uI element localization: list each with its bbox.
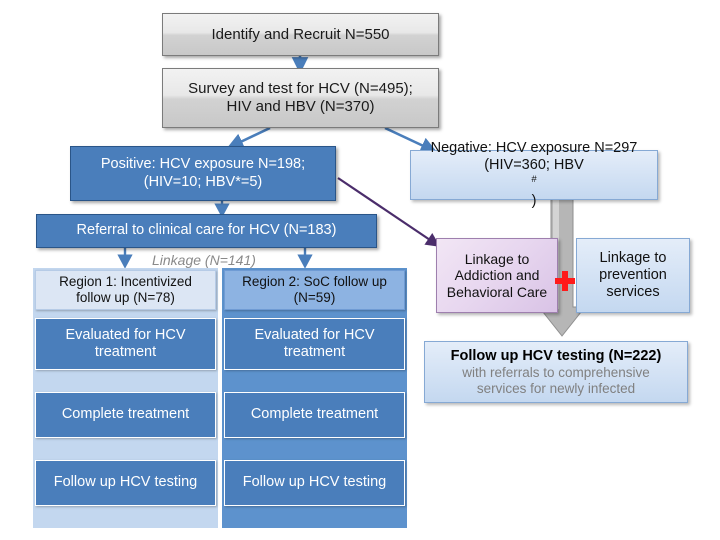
node-followup-hcv-testing-right[interactable]: Follow up HCV testing (N=222) with refer… <box>424 341 688 403</box>
node-region2-line2: (N=59) <box>293 290 336 305</box>
node-positive-line2: (HIV=10; HBV*=5) <box>143 173 263 190</box>
node-region1-step-followup-testing[interactable]: Follow up HCV testing <box>35 460 216 506</box>
node-referral-to-clinical-care[interactable]: Referral to clinical care for HCV (N=183… <box>36 214 377 248</box>
node-region1-step2-label: Complete treatment <box>61 406 190 423</box>
node-region1-header[interactable]: Region 1: Incentivized follow up (N=78) <box>35 270 216 310</box>
node-region1-line1: Region 1: Incentivized <box>59 273 192 289</box>
node-linkage-addiction-label: Linkage to Addiction and Behavioral Care <box>447 251 547 301</box>
node-positive-hcv-exposure[interactable]: Positive: HCV exposure N=198; (HIV=10; H… <box>70 146 336 201</box>
plus-icon <box>552 268 578 294</box>
node-negative-line2: (HIV=360; HBV#) <box>431 157 638 210</box>
node-region1-step-evaluated[interactable]: Evaluated for HCV treatment <box>35 318 216 370</box>
node-negative-line2-pre: (HIV=360; HBV <box>484 156 584 173</box>
node-region1-step3-label: Follow up HCV testing <box>53 474 198 491</box>
node-region1-step1-label: Evaluated for HCV treatment <box>65 327 185 361</box>
node-region2-step2-label: Complete treatment <box>250 406 379 423</box>
node-survey-label: Survey and test for HCV (N=495); HIV and… <box>188 80 413 115</box>
node-followup-right-line3: services for newly infected <box>476 380 636 396</box>
node-region1-step1-line2: treatment <box>94 344 157 360</box>
plus-icon-svg <box>555 271 575 291</box>
arrow-survey-to-positive <box>226 126 271 149</box>
node-negative-label: Negative: HCV exposure N=297 (HIV=360; H… <box>431 140 638 210</box>
node-region2-line1: Region 2: SoC follow up <box>242 273 387 289</box>
node-negative-line2-sup: # <box>531 174 537 186</box>
node-referral-label: Referral to clinical care for HCV (N=183… <box>76 222 337 239</box>
node-region1-line2: follow up (N=78) <box>76 290 175 305</box>
node-followup-right-line2: with referrals to comprehensive <box>462 364 650 380</box>
node-negative-hcv-exposure[interactable]: Negative: HCV exposure N=297 (HIV=360; H… <box>410 140 658 209</box>
node-survey-line2: HIV and HBV (N=370) <box>226 98 375 115</box>
node-linkage-prevention-line3: services <box>606 284 660 301</box>
node-region2-step-complete-treatment[interactable]: Complete treatment <box>224 392 405 438</box>
node-identify-and-recruit[interactable]: Identify and Recruit N=550 <box>162 13 439 56</box>
node-linkage-prevention-label: Linkage to prevention services <box>599 250 667 301</box>
node-region2-header-label: Region 2: SoC follow up (N=59) <box>242 274 387 306</box>
label-linkage-text: Linkage (N=141) <box>152 252 256 268</box>
node-followup-right-line1: Follow up HCV testing (N=222) <box>450 347 662 364</box>
node-linkage-prevention-services[interactable]: Linkage to prevention services <box>576 238 690 313</box>
node-identify-label: Identify and Recruit N=550 <box>211 25 390 43</box>
node-survey-line1: Survey and test for HCV (N=495); <box>188 80 413 98</box>
node-region2-step1-label: Evaluated for HCV treatment <box>254 327 374 361</box>
node-negative-line2-post: ) <box>531 193 537 210</box>
node-linkage-prevention-line1: Linkage to <box>599 249 667 266</box>
node-region2-step1-line1: Evaluated for HCV <box>254 326 375 343</box>
node-positive-label: Positive: HCV exposure N=198; (HIV=10; H… <box>101 156 305 190</box>
node-region2-step-followup-testing[interactable]: Follow up HCV testing <box>224 460 405 506</box>
node-positive-line1: Positive: HCV exposure N=198; <box>100 156 306 173</box>
node-region2-step3-label: Follow up HCV testing <box>242 474 387 491</box>
node-survey-and-test[interactable]: Survey and test for HCV (N=495); HIV and… <box>162 68 439 128</box>
node-linkage-addiction-behavioral-care[interactable]: Linkage to Addiction and Behavioral Care <box>436 238 558 313</box>
node-linkage-addiction-line1: Linkage to <box>464 250 530 267</box>
node-region2-step1-line2: treatment <box>283 344 346 360</box>
node-followup-right-label: Follow up HCV testing (N=222) with refer… <box>451 348 662 397</box>
node-region2-header[interactable]: Region 2: SoC follow up (N=59) <box>224 270 405 310</box>
node-linkage-addiction-line2: Addiction and <box>454 267 540 284</box>
node-linkage-prevention-line2: prevention <box>599 266 667 283</box>
node-region1-header-label: Region 1: Incentivized follow up (N=78) <box>59 274 192 306</box>
arrow-survey-to-negative <box>384 126 438 153</box>
node-region1-step1-line1: Evaluated for HCV <box>65 326 186 343</box>
node-negative-line1: Negative: HCV exposure N=297 <box>430 139 638 156</box>
node-region2-step-evaluated[interactable]: Evaluated for HCV treatment <box>224 318 405 370</box>
node-region1-step-complete-treatment[interactable]: Complete treatment <box>35 392 216 438</box>
label-linkage-n141: Linkage (N=141) <box>152 252 256 268</box>
node-linkage-addiction-line3: Behavioral Care <box>446 283 548 300</box>
